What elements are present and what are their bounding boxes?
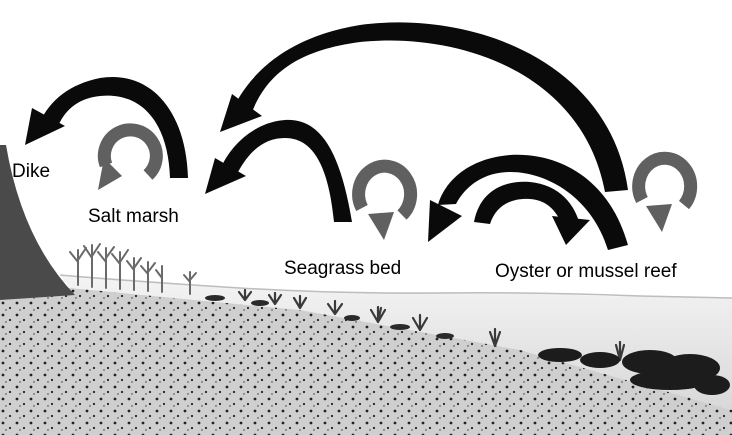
feedback-loops (97, 123, 698, 240)
seabed-patches (205, 295, 454, 339)
reef (538, 348, 730, 395)
arrow-seagrass-to-reef (474, 181, 590, 245)
facilitation-arrows (25, 22, 628, 250)
salt-marsh-vegetation (69, 243, 197, 295)
sediment (0, 288, 732, 435)
arrow-reef-to-seagrass (428, 154, 628, 250)
feedback-loop-saltmarsh (97, 123, 163, 190)
dike (0, 145, 75, 300)
label-reef: Oyster or mussel reef (495, 261, 677, 282)
label-salt-marsh: Salt marsh (88, 206, 179, 227)
feedback-loop-reef (632, 151, 698, 232)
water (60, 275, 732, 410)
water-line (59, 274, 732, 299)
label-seagrass-bed: Seagrass bed (284, 258, 401, 279)
feedback-loop-seagrass (352, 159, 418, 240)
arrow-reef-to-saltmarsh (220, 22, 628, 192)
arrow-saltmarsh-to-dike (25, 76, 188, 178)
arrow-seagrass-to-saltmarsh (205, 119, 352, 222)
label-dike: Dike (12, 161, 50, 182)
seagrass-vegetation (237, 288, 626, 362)
